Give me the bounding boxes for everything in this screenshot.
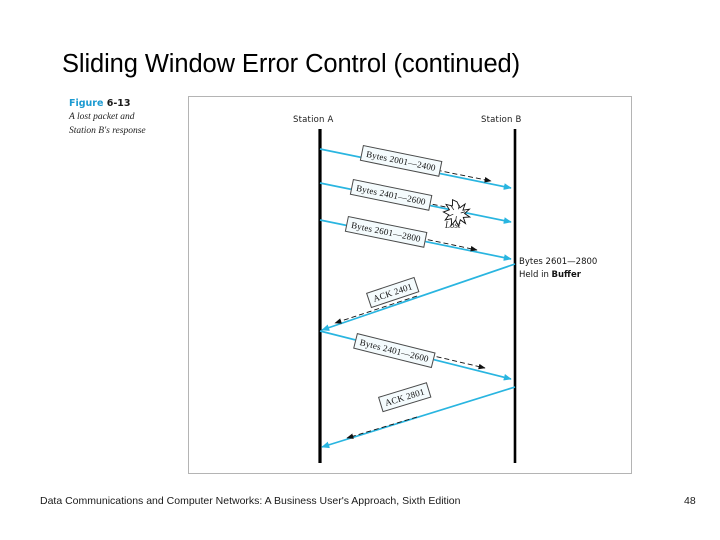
buffer-note-line-2: Held in Buffer xyxy=(519,269,597,282)
figure-caption-line-1: A lost packet and xyxy=(69,111,135,122)
message-arrow-6 xyxy=(321,386,516,449)
footer-citation: Data Communications and Computer Network… xyxy=(40,495,461,507)
station-b-label: Station B xyxy=(481,115,522,125)
figure-diagram: Station A Station B Bytes 2001—2400 Byte… xyxy=(188,96,632,474)
message-arrow-4 xyxy=(321,263,516,331)
buffer-note-emphasis: Buffer xyxy=(551,269,581,280)
figure-label: Figure xyxy=(69,98,104,109)
figure-number-line: Figure 6-13 xyxy=(69,98,179,111)
buffer-note-prefix: Held in xyxy=(519,269,552,280)
buffer-note: Bytes 2601—2800 Held in Buffer xyxy=(519,256,597,282)
page-title: Sliding Window Error Control (continued) xyxy=(62,50,521,78)
figure-caption-line-2: Station B's response xyxy=(69,125,146,136)
figure-caption: Figure 6-13 A lost packet and Station B'… xyxy=(69,98,179,138)
packet-lost-label: Lost xyxy=(445,220,461,230)
buffer-note-line-1: Bytes 2601—2800 xyxy=(519,257,598,267)
page-number: 48 xyxy=(684,495,696,507)
packet-lost-starburst xyxy=(442,199,472,228)
station-a-label: Station A xyxy=(293,115,334,125)
figure-number: 6-13 xyxy=(106,98,131,109)
slide-footer: Data Communications and Computer Network… xyxy=(0,495,720,515)
